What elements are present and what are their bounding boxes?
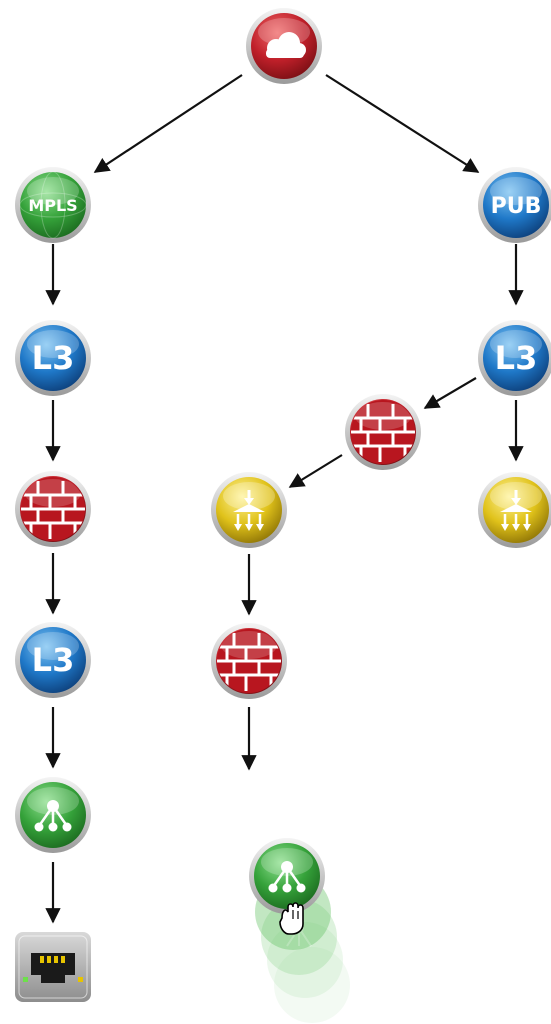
pub-label: PUB: [491, 194, 542, 219]
l3-router-node[interactable]: L3: [15, 320, 91, 396]
l3-router-node[interactable]: L3: [478, 320, 551, 396]
load-balancer-icon: [233, 490, 265, 531]
cloud-node[interactable]: [246, 8, 322, 84]
l3-router-node[interactable]: L3: [15, 622, 91, 698]
grab-hand-icon: [279, 902, 304, 935]
switch-node-dragging[interactable]: [249, 838, 325, 914]
l3-label: L3: [495, 339, 538, 377]
firewall-node[interactable]: [345, 394, 421, 470]
l3-label: L3: [32, 339, 75, 377]
pub-node[interactable]: PUB: [478, 167, 551, 243]
ethernet-port-node[interactable]: [15, 932, 91, 1002]
mpls-node[interactable]: MPLS: [15, 167, 91, 243]
load-balancer-icon: [500, 490, 532, 531]
brick-wall-icon: [21, 477, 85, 541]
cloud-icon: [266, 32, 306, 58]
ethernet-port-icon: [23, 953, 83, 983]
edges: [45, 74, 524, 924]
edge-cloud-pub: [325, 74, 480, 173]
switch-node[interactable]: [15, 777, 91, 853]
l3-label: L3: [32, 641, 75, 679]
edge-firewall-loadbalancer: [288, 454, 343, 488]
load-balancer-node[interactable]: [211, 472, 287, 548]
brick-wall-icon: [217, 629, 281, 693]
network-hub-icon: [268, 861, 306, 893]
firewall-node[interactable]: [15, 471, 91, 547]
edge-cloud-mpls: [93, 74, 243, 173]
network-hub-icon: [34, 800, 72, 832]
globe-icon: [19, 171, 87, 239]
brick-wall-icon: [351, 400, 415, 464]
edge-l3-firewall-mid: [423, 377, 477, 409]
mpls-label: MPLS: [28, 196, 77, 215]
load-balancer-node[interactable]: [478, 472, 551, 548]
firewall-node[interactable]: [211, 623, 287, 699]
